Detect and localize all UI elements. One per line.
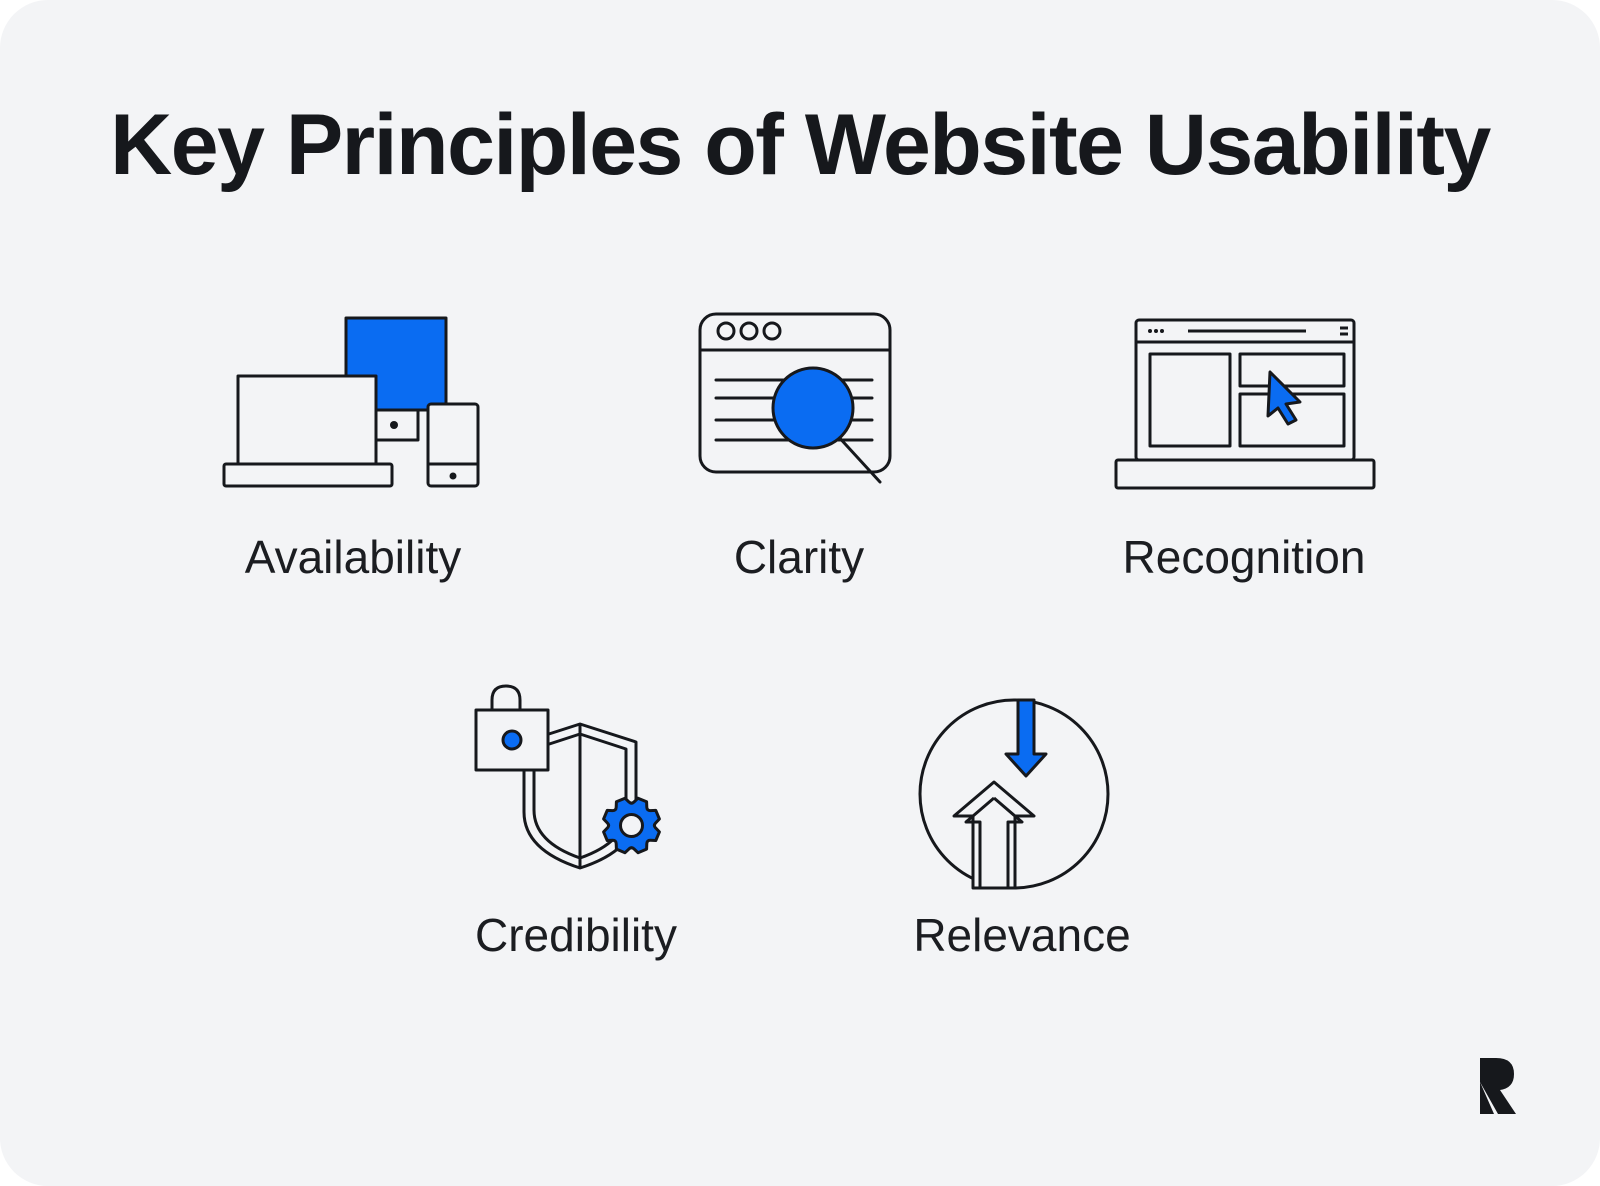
page-title: Key Principles of Website Usability <box>110 97 1491 193</box>
lock-shield-gear-icon <box>474 684 661 870</box>
browser-magnifier-icon <box>698 312 892 484</box>
principle-label-relevance: Relevance <box>913 909 1131 961</box>
principle-label-clarity: Clarity <box>733 531 865 583</box>
principle-label-availability: Availability <box>244 531 462 583</box>
laptop-cursor-icon <box>1114 318 1376 490</box>
brand-r-logo <box>1480 1058 1516 1114</box>
multi-device-icon <box>222 316 480 488</box>
arrows-circle-icon <box>918 698 1110 890</box>
principle-label-credibility: Credibility <box>475 909 677 961</box>
principle-label-recognition: Recognition <box>1122 531 1366 583</box>
